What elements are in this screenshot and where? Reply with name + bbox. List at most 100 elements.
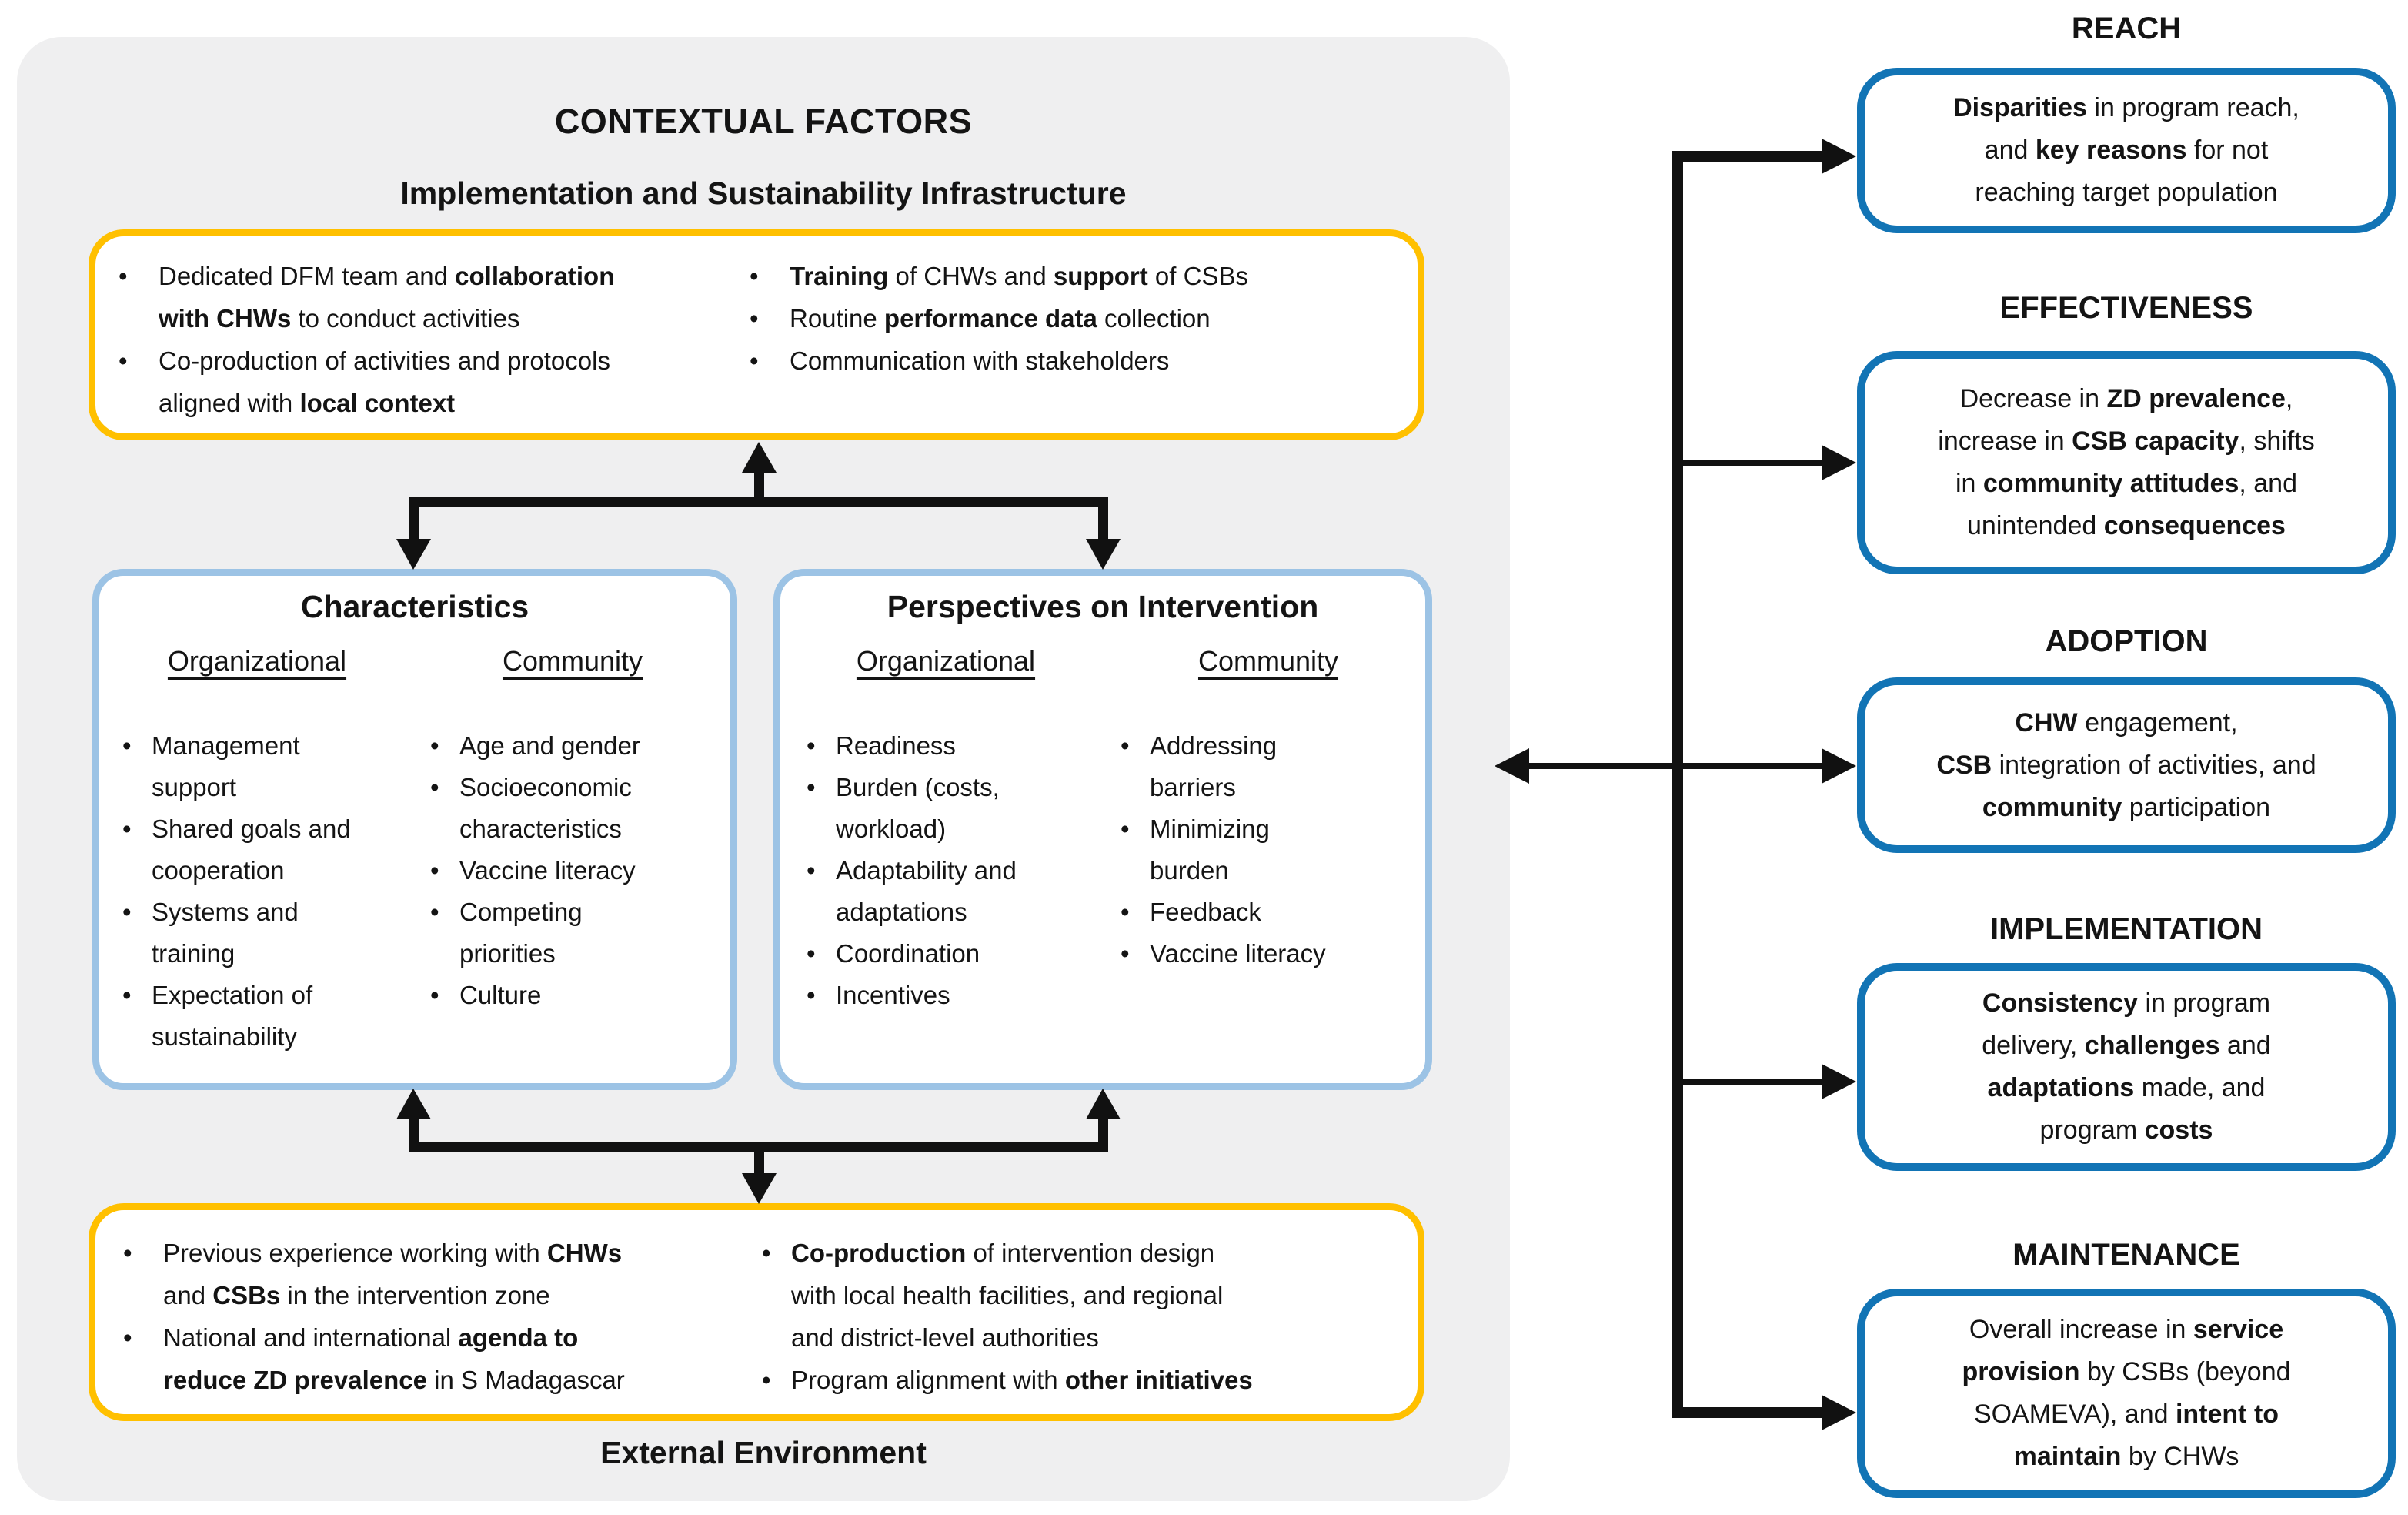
- adoption-header: ADOPTION: [2045, 624, 2208, 658]
- bullet-dot: •: [123, 1323, 132, 1352]
- arrow-to-maintenance: [1683, 1407, 1823, 1418]
- arrow-up-to-characteristics: [409, 1118, 419, 1152]
- community-header: Community: [502, 645, 643, 677]
- bullet-dot: •: [430, 731, 439, 760]
- bullet-dot: •: [762, 1239, 771, 1267]
- bullet-dot: •: [1121, 939, 1130, 968]
- characteristics-title: Characteristics: [300, 589, 529, 624]
- bullet-dot: •: [119, 346, 128, 375]
- bullet-dot: •: [430, 981, 439, 1009]
- perspectives-title: Perspectives on Intervention: [887, 589, 1319, 624]
- bullet-item: • Co-production of activities and protoc…: [119, 339, 750, 424]
- arrow-down-to-perspectives: [1098, 497, 1108, 540]
- bullet-dot: •: [430, 898, 439, 926]
- external-environment-title: External Environment: [600, 1435, 927, 1470]
- bullet-item: • Vaccine literacy: [430, 850, 730, 891]
- infrastructure-box-right-column: • Training of CHWs and support of CSBs •…: [750, 255, 1405, 433]
- infrastructure-title: Implementation and Sustainability Infras…: [400, 176, 1127, 211]
- bullet-text: Readiness: [836, 731, 956, 760]
- bullet-dot: •: [1121, 814, 1130, 843]
- arrow-to-implementation: [1683, 1079, 1823, 1085]
- bullet-dot: •: [122, 731, 132, 760]
- adoption-text: CHW engagement,CSB integration of activi…: [1936, 707, 2316, 822]
- bullet-text: Culture: [459, 981, 542, 1009]
- bullet-text: Vaccine literacy: [459, 856, 636, 885]
- adoption-box: CHW engagement,CSB integration of activi…: [1857, 677, 2396, 853]
- bullet-dot: •: [430, 773, 439, 801]
- bullet-text: Program alignment with other initiatives: [791, 1366, 1253, 1394]
- bullet-dot: •: [750, 346, 759, 375]
- bullet-item: • Burden (costs,workload): [807, 767, 1111, 850]
- bullet-text: Age and gender: [459, 731, 640, 760]
- bullet-text: Routine performance data collection: [790, 304, 1211, 333]
- bullet-text: Vaccine literacy: [1150, 939, 1326, 968]
- bullet-text: Coordination: [836, 939, 980, 968]
- reach-box: Disparities in program reach,and key rea…: [1857, 68, 2396, 233]
- reach-text: Disparities in program reach,and key rea…: [1953, 93, 2299, 207]
- bullet-dot: •: [807, 773, 816, 801]
- bullet-text: Burden (costs,workload): [836, 773, 1000, 843]
- bullet-dot: •: [807, 731, 816, 760]
- top-connector-arrows: [396, 442, 1121, 570]
- bullet-text: Incentives: [836, 981, 950, 1009]
- bullet-item: • Communication with stakeholders: [750, 339, 1405, 382]
- perspectives-organizational-list: •Readiness •Burden (costs,workload) •Ada…: [780, 725, 1111, 1016]
- bullet-dot: •: [807, 939, 816, 968]
- bullet-text: Co-production of activities and protocol…: [159, 346, 610, 417]
- bullet-dot: •: [750, 304, 759, 333]
- bullet-text: Feedback: [1150, 898, 1261, 926]
- bullet-item: • Culture: [430, 975, 730, 1016]
- bullet-text: Training of CHWs and support of CSBs: [790, 262, 1248, 290]
- connector-trunk: [1672, 151, 1683, 1418]
- bullet-dot: •: [430, 856, 439, 885]
- bullet-item: • Program alignment with other initiativ…: [762, 1359, 1405, 1401]
- bullet-dot: •: [1121, 731, 1130, 760]
- contextual-factors-title: CONTEXTUAL FACTORS: [554, 102, 973, 141]
- bullet-dot: •: [750, 262, 759, 290]
- community-header: Community: [1197, 645, 1339, 677]
- arrow-to-reach: [1683, 151, 1823, 162]
- bullet-dot: •: [119, 262, 128, 290]
- reach-header: REACH: [2071, 12, 2182, 45]
- maintenance-header: MAINTENANCE: [2012, 1238, 2240, 1272]
- bullet-dot: •: [122, 981, 132, 1009]
- organizational-header: Organizational: [856, 645, 1036, 677]
- bullet-item: • Training of CHWs and support of CSBs: [750, 255, 1405, 297]
- outcomes-connector-arrows: [1495, 139, 1856, 1430]
- bottom-connector-arrows: [396, 1089, 1121, 1204]
- bullet-item: •Feedback: [1121, 891, 1425, 933]
